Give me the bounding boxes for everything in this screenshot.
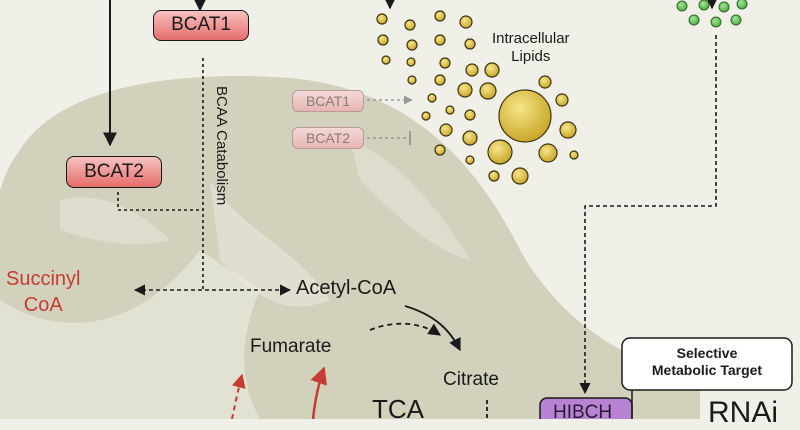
green-to-hibch-dashed	[579, 35, 717, 395]
tca-label: TCA	[372, 394, 424, 424]
target-line2: Metabolic Target	[651, 362, 763, 378]
target-line1: Selective	[676, 345, 738, 361]
bcat1-box: BCAT1	[153, 10, 249, 41]
bcat2-faded-box: BCAT2	[292, 127, 364, 149]
bcat2-dashed-line	[117, 192, 203, 211]
bcaa-catabolism-label: BCAA Catabolism	[213, 86, 230, 206]
fumarate-label: Fumarate	[250, 336, 332, 357]
succinyl-line1: Succinyl	[6, 268, 81, 290]
lipids-line1: Intracellular	[492, 30, 570, 47]
pathway-diagram	[0, 0, 793, 419]
bcat2-box: BCAT2	[66, 156, 162, 188]
target-box	[621, 337, 793, 391]
green-dots	[676, 0, 748, 28]
bcat2-faded-label: BCAT2	[305, 130, 351, 146]
succinyl-line2: CoA	[23, 294, 63, 316]
red-solid-arrow	[310, 366, 328, 419]
lipid-droplets	[376, 10, 579, 185]
bcat1-label: BCAT1	[171, 14, 231, 35]
bcat1-faded-box: BCAT1	[292, 90, 364, 112]
fumarate-to-citrate-dashed	[369, 322, 442, 336]
intracellular-lipids-label: Intracellular Lipids	[492, 30, 570, 66]
target-text: Selective Metabolic Target	[622, 345, 792, 379]
acetyl-coa-label: Acetyl-CoA	[296, 277, 397, 299]
bcat1-faded-label: BCAT1	[305, 93, 351, 109]
succinyl-coa-label: Succinyl CoA	[6, 266, 80, 318]
citrate-label: Citrate	[443, 369, 499, 390]
hibch-label: HIBCH	[553, 402, 613, 423]
rnai-label: RNAi	[708, 396, 779, 429]
bcat2-label: BCAT2	[84, 161, 144, 182]
red-dashed-arrow	[231, 373, 246, 419]
lipids-line2: Lipids	[511, 48, 551, 65]
